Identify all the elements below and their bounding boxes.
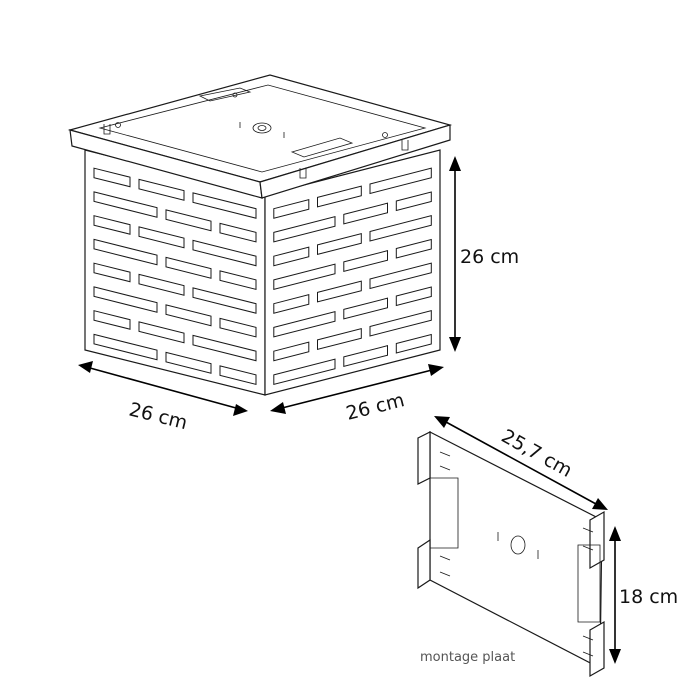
mounting-plate (417, 431, 605, 678)
right-panel-slot (273, 311, 336, 338)
dimension-plate-height-label: 18 cm (619, 586, 678, 608)
left-panel-slot (192, 287, 257, 314)
left-panel-slot (219, 222, 257, 243)
cage-left-panel (84, 149, 266, 396)
right-panel-slot (317, 328, 362, 351)
right-panel-slot (343, 297, 388, 320)
left-panel-slot (138, 178, 185, 201)
right-panel-slot (273, 341, 310, 362)
left-panel-slot (165, 256, 212, 279)
left-panel-slot (93, 191, 158, 218)
left-panel-slot (165, 209, 212, 232)
left-panel-slot (138, 226, 185, 249)
left-panel-slot (93, 167, 131, 188)
left-panel-slot (93, 286, 158, 313)
right-panel-slot (369, 167, 432, 195)
left-panel-slot (219, 365, 257, 386)
right-panel-slot (273, 216, 336, 243)
dimension-width-left-label: 26 cm (127, 399, 190, 435)
right-panel-slot (369, 215, 432, 242)
left-panel-slot (219, 270, 257, 291)
right-panel-slot (273, 246, 310, 267)
plate-caption: montage plaat (420, 650, 515, 665)
left-panel-slot (93, 238, 158, 266)
left-panel-slot (192, 192, 257, 219)
cage-right-panel (264, 149, 441, 396)
dimension-width-right-label: 26 cm (344, 389, 407, 425)
left-panel-slot (165, 351, 212, 374)
right-panel-slot (369, 310, 432, 337)
right-panel-slot (317, 233, 362, 256)
left-panel-slot (192, 239, 257, 267)
left-panel-slot (93, 215, 131, 235)
left-panel-slot (93, 333, 158, 361)
dimension-height: 26 cm (449, 156, 519, 352)
right-panel-slot (273, 358, 336, 386)
right-panel-slot (273, 263, 336, 291)
left-panel-slot (192, 334, 257, 362)
left-panel-slot (165, 304, 212, 327)
right-panel-slot (395, 286, 432, 307)
right-panel-slot (369, 262, 432, 290)
right-panel-slot (317, 185, 362, 208)
left-panel-slot (219, 317, 257, 338)
right-panel-slot (395, 333, 432, 354)
dimension-height-label: 26 cm (460, 246, 519, 268)
dimension-plate-height: 18 cm (609, 526, 678, 664)
left-panel-slot (138, 273, 185, 296)
right-panel-slot (343, 250, 388, 273)
left-panel-slot (93, 310, 131, 330)
right-panel-slot (317, 280, 362, 303)
right-panel-slot (273, 294, 310, 314)
right-panel-slot (343, 345, 388, 368)
right-panel-slot (395, 238, 432, 259)
left-panel-slot (93, 262, 131, 283)
ventilation-cage (67, 74, 453, 396)
right-panel-slot (343, 202, 388, 225)
left-panel-slot (138, 321, 185, 344)
cage-top-lid (67, 74, 453, 199)
right-panel-slot (395, 191, 432, 212)
right-panel-slot (273, 199, 310, 219)
